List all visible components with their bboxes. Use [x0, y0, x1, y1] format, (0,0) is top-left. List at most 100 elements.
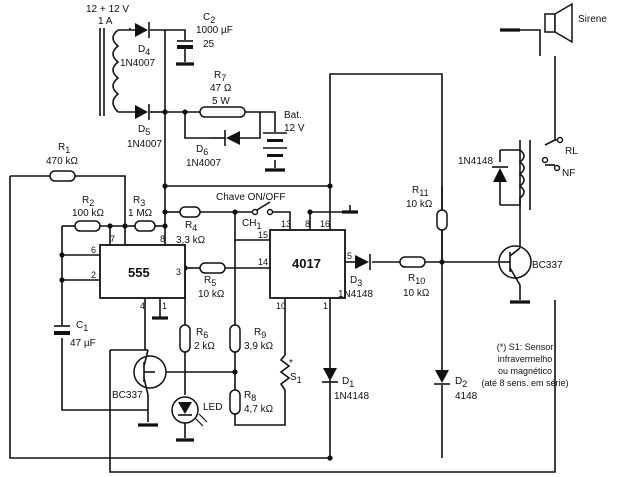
d1-name: D1 — [342, 376, 354, 389]
ic555-pin-4: 4 — [140, 301, 145, 311]
ic4017-pin-16: 16 — [320, 219, 330, 229]
ic-555 — [99, 244, 186, 299]
r7-value2: 5 W — [212, 96, 230, 107]
r9-value: 3,9 kΩ — [244, 341, 274, 352]
note-line-2: infravermelho — [498, 354, 553, 364]
r8-value: 4,7 kΩ — [244, 404, 274, 415]
d5-name: D5 — [138, 124, 150, 137]
r4-value: 3,3 kΩ — [176, 235, 206, 246]
s1-mark: * — [289, 358, 293, 369]
r1-value: 470 kΩ — [46, 156, 78, 167]
diode-d6 — [210, 130, 240, 146]
resistor-r2 — [74, 220, 101, 232]
resistor-r4 — [179, 206, 201, 218]
r3-name: R3 — [133, 195, 145, 208]
r10-value: 10 kΩ — [403, 288, 430, 299]
resistor-r8 — [229, 389, 241, 415]
siren-icon — [544, 2, 573, 44]
note-line-3: ou magnético — [498, 366, 552, 376]
note-line-1: (*) S1: Sensor — [497, 342, 554, 352]
siren-label: Sirene — [578, 14, 607, 25]
diode-relay — [492, 166, 508, 182]
q2-part: BC337 — [532, 260, 563, 271]
ch1-name: CH1 — [242, 218, 261, 231]
c2-value1: 1000 µF — [196, 25, 233, 36]
ic555-pin-1: 1 — [162, 301, 167, 311]
d2-part: 4148 — [455, 391, 478, 402]
resistor-r5 — [199, 262, 226, 274]
transistor-q1 — [133, 349, 167, 396]
r2-value: 100 kΩ — [72, 208, 104, 219]
supply-voltage-label: 12 + 12 V — [86, 4, 129, 15]
ic4017-pin-1: 1 — [323, 301, 328, 311]
d3-name: D3 — [350, 275, 362, 288]
relay-contact-nf: NF — [562, 168, 575, 179]
r2-name: R2 — [82, 195, 94, 208]
ic4017-pin-5: 5 — [347, 251, 352, 261]
battery-name: Bat. — [284, 110, 302, 121]
ic4017-pin-14: 14 — [258, 257, 268, 267]
resistor-r1 — [49, 170, 76, 182]
d4-part: 1N4007 — [120, 58, 155, 69]
battery — [263, 132, 287, 157]
switch-ch1 — [251, 201, 274, 216]
transformer — [99, 28, 120, 116]
r7-name: R7 — [214, 70, 226, 83]
ic555-pin-3: 3 — [176, 267, 181, 277]
led-label: LED — [203, 402, 222, 413]
ic555-pin-2: 2 — [91, 270, 96, 280]
ic4017-pin-13: 13 — [281, 219, 291, 229]
ic-4017-label: 4017 — [292, 256, 321, 271]
diode-d5 — [135, 104, 150, 120]
r10-name: R10 — [408, 273, 425, 286]
d2-name: D2 — [455, 376, 467, 389]
d5-part: 1N4007 — [127, 139, 162, 150]
resistor-r9 — [229, 324, 241, 353]
led — [171, 396, 208, 427]
relay-contacts — [541, 136, 564, 172]
c1-value: 47 µF — [70, 338, 96, 349]
resistor-r3 — [134, 220, 156, 232]
r11-value: 10 kΩ — [406, 199, 433, 210]
r7-value1: 47 Ω — [210, 83, 232, 94]
r5-name: R5 — [204, 275, 216, 288]
d6-name: D6 — [196, 144, 208, 157]
r9-name: R9 — [254, 327, 266, 340]
note-line-4: (até 8 sens. em série) — [481, 378, 568, 388]
ic-555-label: 555 — [128, 265, 150, 280]
r8-name: R8 — [244, 390, 256, 403]
switch-label: Chave ON/OFF — [216, 192, 285, 203]
r5-value: 10 kΩ — [198, 289, 225, 300]
resistor-r10 — [399, 256, 426, 268]
sensor-s1 — [279, 354, 291, 391]
relay-diode-part: 1N4148 — [458, 156, 493, 167]
resistor-r7 — [199, 106, 246, 118]
resistor-r11 — [436, 209, 448, 231]
diode-d3 — [355, 254, 371, 270]
junction-dots — [59, 109, 445, 461]
c2-value2: 25 — [203, 39, 215, 50]
ic4017-pin-8: 8 — [305, 219, 310, 229]
c2-name: C2 — [203, 12, 215, 25]
diode-d1 — [322, 368, 338, 383]
q1-part: BC337 — [112, 390, 143, 401]
r1-name: R1 — [58, 142, 70, 155]
capacitor-c2 — [177, 40, 193, 49]
r4-name: R4 — [185, 220, 197, 233]
r11-name: R11 — [412, 185, 429, 198]
r6-value: 2 kΩ — [194, 341, 215, 352]
d3-part: 1N4148 — [338, 289, 373, 300]
transistor-q2 — [498, 245, 532, 286]
d4-name: D4 — [138, 44, 150, 57]
r6-name: R6 — [196, 327, 208, 340]
diode-d2 — [434, 370, 450, 385]
d6-part: 1N4007 — [186, 158, 221, 169]
ic555-pin-8: 8 — [160, 234, 165, 244]
relay-coil — [518, 140, 531, 210]
d1-part: 1N4148 — [334, 391, 369, 402]
ic4017-pin-15: 15 — [258, 230, 268, 240]
capacitor-c1 — [54, 325, 70, 335]
resistor-r6 — [179, 324, 191, 353]
ic4017-pin-10: 10 — [276, 301, 286, 311]
